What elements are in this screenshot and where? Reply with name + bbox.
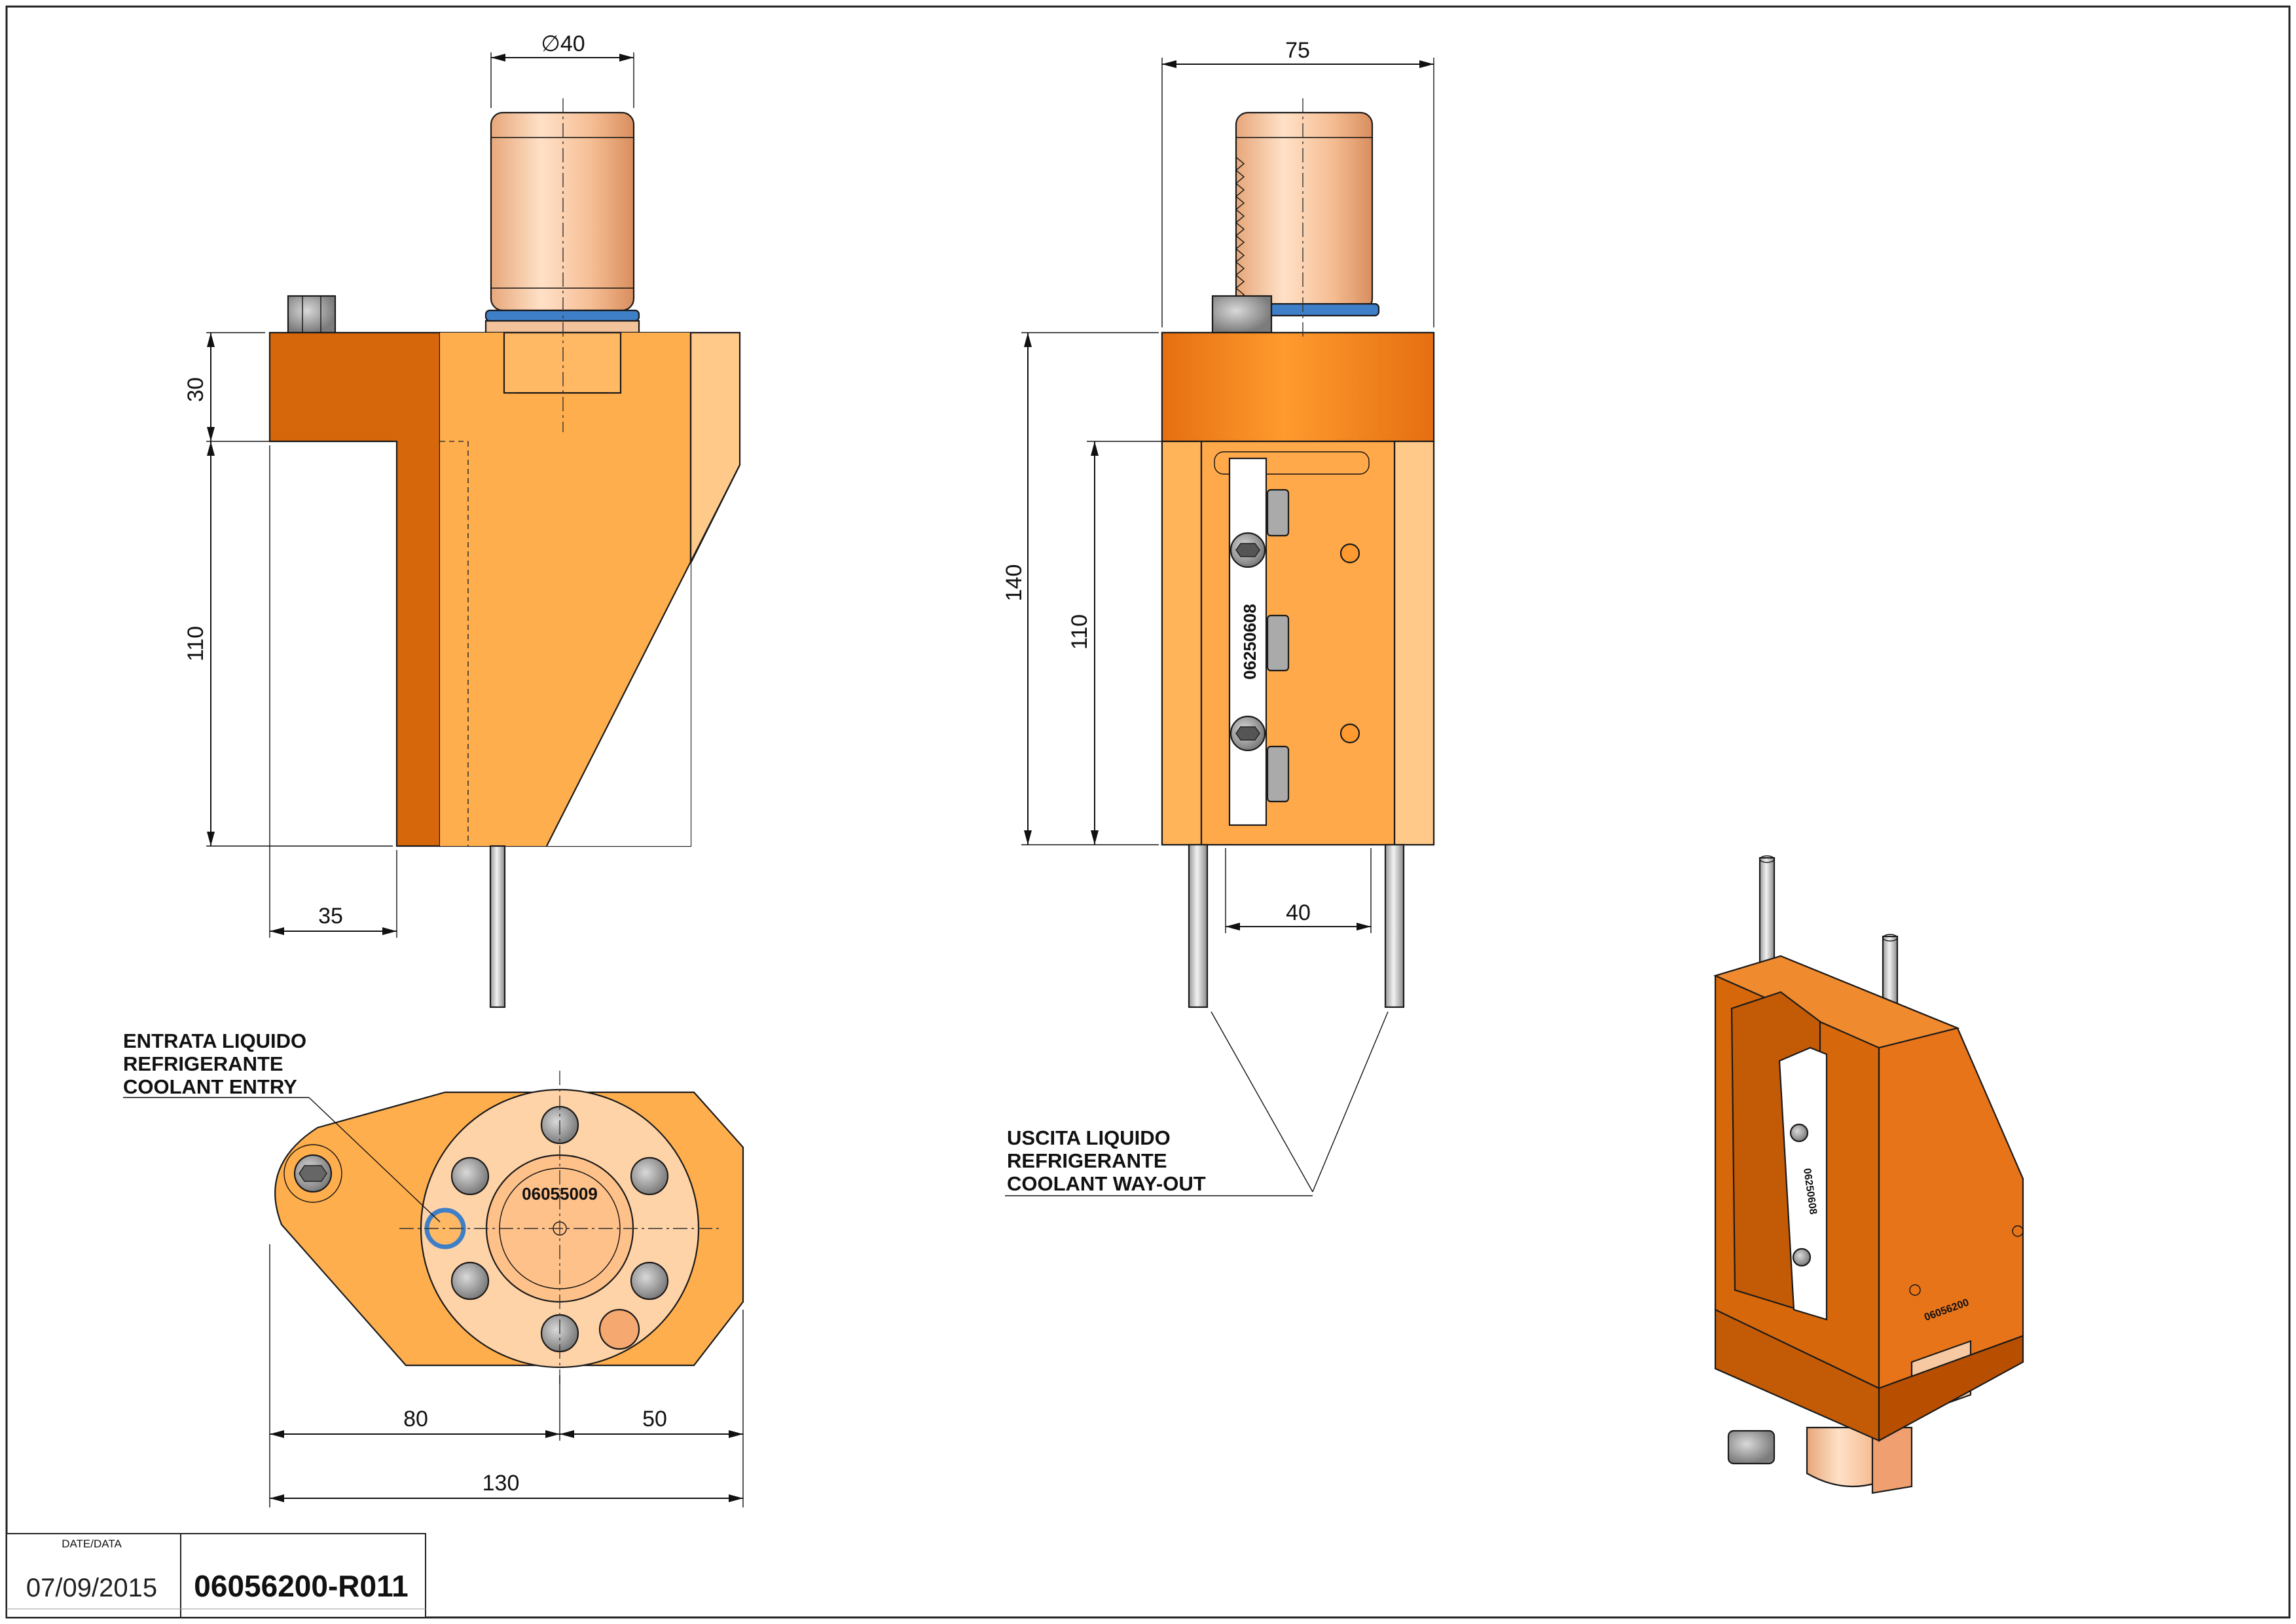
front-dimensions: ∅40 30 110 35 — [183, 31, 634, 938]
iso-clamp-plate — [1778, 1046, 1828, 1321]
dim-side-height: 110 — [1067, 614, 1092, 650]
side-bolt-icon — [1211, 295, 1273, 334]
drawing-date: 07/09/2015 — [26, 1574, 157, 1602]
dim-side-total: 140 — [1002, 564, 1027, 602]
side-clamp-1 — [1266, 489, 1290, 537]
dim-bottom-left: 80 — [403, 1407, 428, 1431]
side-shaft — [1235, 111, 1374, 312]
dim-bottom-total: 130 — [483, 1471, 520, 1496]
coolant-out-line-2: REFRIGERANTE — [1007, 1149, 1167, 1172]
coolant-entry-line-3: COOLANT ENTRY — [123, 1075, 297, 1098]
dim-front-offset: 35 — [318, 904, 343, 929]
coolant-entry-note: ENTRATA LIQUIDO REFRIGERANTE COOLANT ENT… — [123, 1029, 441, 1223]
title-block: DATE/DATA 07/09/2015 06056200-R011 — [6, 1533, 426, 1618]
front-view — [268, 98, 741, 1008]
bottom-dimensions: 80 50 130 — [269, 1244, 744, 1507]
side-plate-engraving: 06250608 — [1240, 604, 1260, 680]
date-label: DATE/DATA — [62, 1538, 122, 1550]
side-dimensions: 75 140 110 40 — [1002, 38, 1434, 933]
side-pin-left — [1188, 843, 1209, 1008]
iso-bolt-icon — [1727, 1430, 1776, 1465]
front-pin — [489, 845, 506, 1008]
side-hole-1 — [1339, 543, 1360, 564]
side-pin-right — [1384, 843, 1405, 1008]
dim-front-diameter: ∅40 — [541, 31, 585, 56]
side-clamp-3 — [1266, 745, 1290, 803]
front-flange — [268, 331, 441, 847]
bottom-view: 06055009 — [274, 1071, 744, 1385]
coolant-out-line-1: USCITA LIQUIDO — [1007, 1126, 1171, 1149]
side-clamp-plate — [1228, 457, 1267, 826]
coolant-entry-line-2: REFRIGERANTE — [123, 1052, 283, 1075]
sheet-border — [5, 5, 2291, 1619]
coolant-out-note: USCITA LIQUIDO REFRIGERANTE COOLANT WAY-… — [1005, 1011, 1389, 1196]
dim-front-flange: 30 — [183, 377, 208, 402]
front-seal-ring — [484, 309, 640, 322]
side-hole-2 — [1339, 723, 1360, 744]
dim-bottom-right: 50 — [642, 1407, 667, 1431]
bottom-coolant-exit-port — [598, 1308, 640, 1350]
side-clamp-2 — [1266, 614, 1290, 672]
dim-side-width: 75 — [1285, 38, 1310, 63]
drawing-code: 06056200-R011 — [194, 1569, 408, 1603]
dim-side-pin-spacing: 40 — [1286, 900, 1311, 925]
side-view: 06250608 — [1161, 98, 1435, 1008]
isometric-view: 06250608 06056200 — [1713, 855, 2024, 1494]
front-shaft — [490, 111, 635, 312]
front-bolt-icon — [287, 295, 337, 334]
coolant-entry-line-1: ENTRATA LIQUIDO — [123, 1029, 306, 1052]
dim-front-height: 110 — [183, 626, 208, 661]
coolant-out-line-3: COOLANT WAY-OUT — [1007, 1172, 1206, 1195]
side-thread — [1235, 157, 1245, 302]
